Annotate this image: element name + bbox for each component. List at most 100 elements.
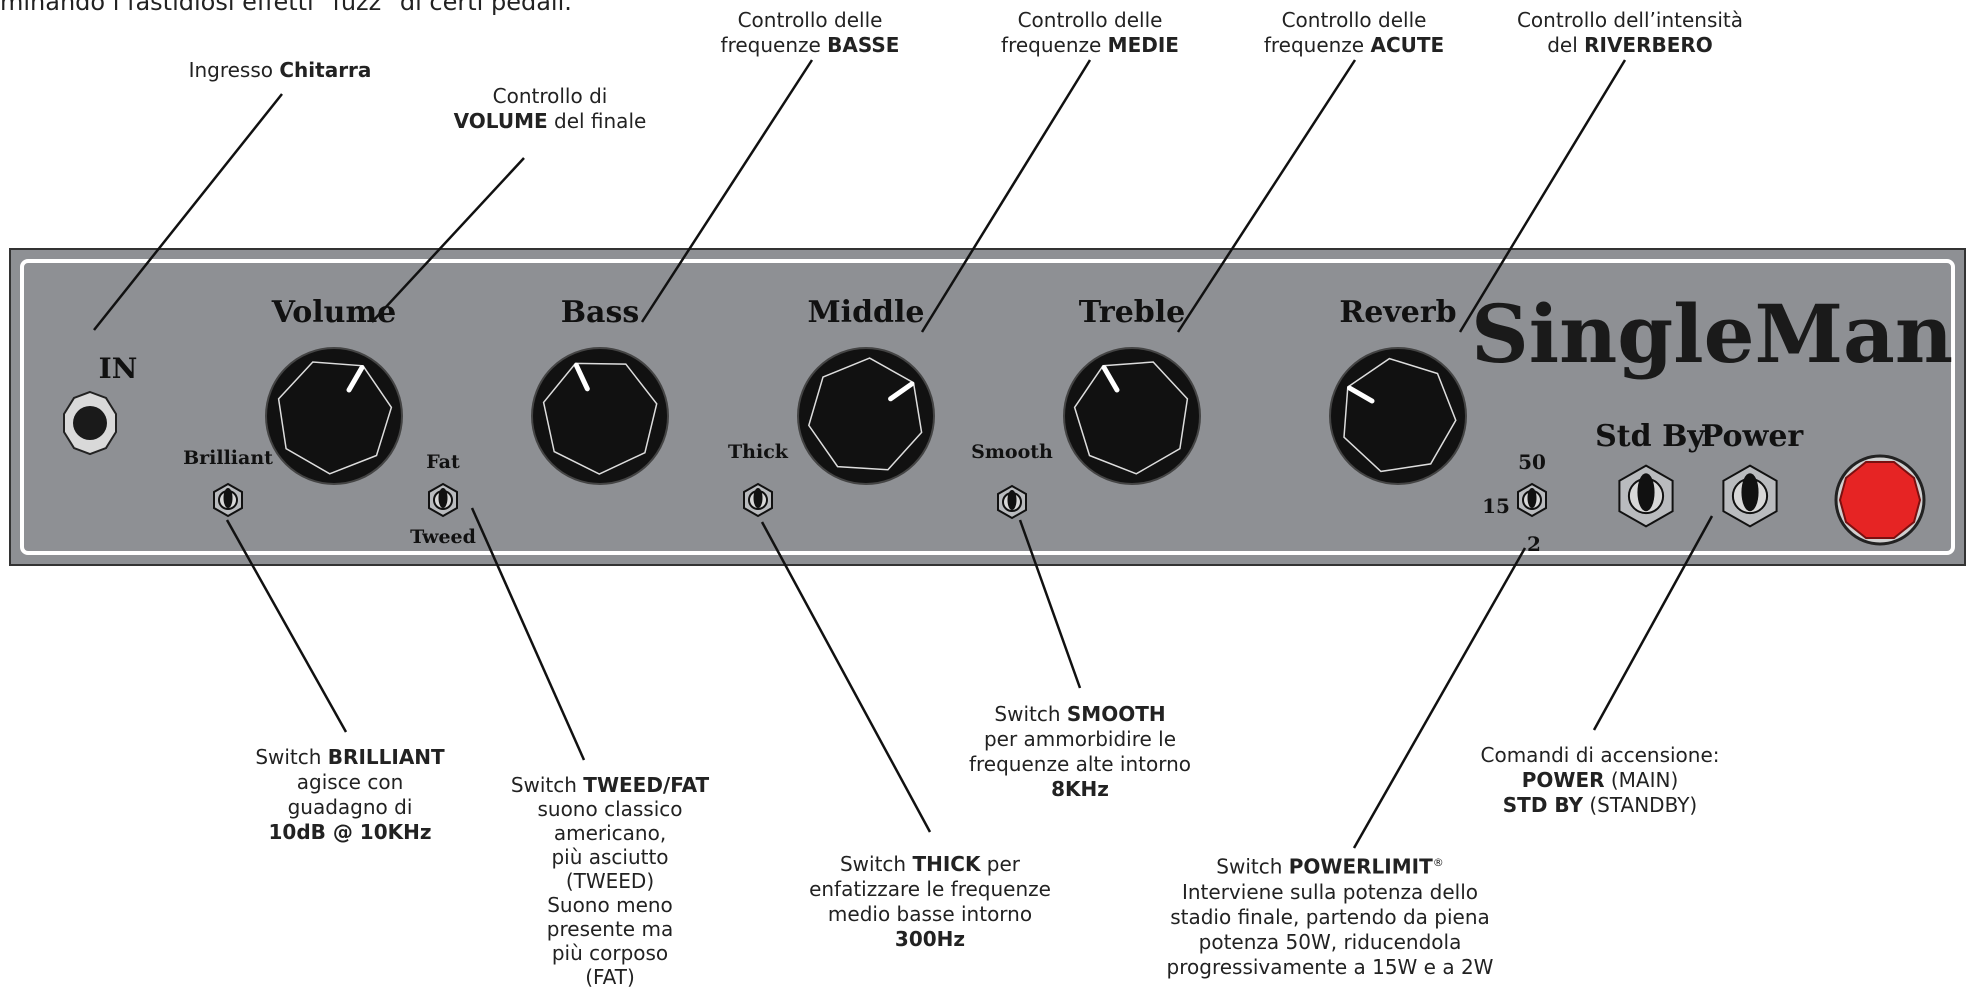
callout-brilliant-pre: Switch — [255, 745, 328, 769]
callout-powerlimit-bold: POWERLIMIT — [1288, 854, 1433, 879]
switch-brilliant-label: Brilliant — [183, 447, 273, 469]
callout-accensione: Comandi di accensione: POWER (MAIN) STD … — [1450, 743, 1750, 818]
callout-riverbero: Controllo dell’intensità del RIVERBERO — [1490, 8, 1770, 58]
knob-treble[interactable] — [1063, 347, 1201, 485]
callout-thick-post: per — [980, 852, 1021, 876]
knob-reverb[interactable] — [1329, 347, 1467, 485]
switch-power-2-label: 2 — [1527, 532, 1541, 556]
callout-powerlimit: Switch POWERLIMIT® Interviene sulla pote… — [1140, 850, 1520, 980]
pilot-light — [1834, 454, 1926, 546]
callout-tweed-l6: Suono meno — [547, 893, 673, 917]
callout-powerlimit-sup: ® — [1432, 856, 1444, 869]
callout-smooth-bold: SMOOTH — [1066, 702, 1166, 726]
callout-tweed-pre: Switch — [510, 773, 584, 797]
intro-text: minando i fastidiosi effetti "fuzz" di c… — [0, 0, 572, 16]
callout-acute-bold: ACUTE — [1370, 33, 1445, 57]
callout-tweed-l8: più corposo — [551, 941, 669, 965]
callout-thick-l4: 300Hz — [894, 927, 966, 951]
callout-tweed-l4: più asciutto — [551, 845, 669, 869]
callout-medie-pre: frequenze — [1001, 33, 1108, 57]
callout-chitarra: Ingresso Chitarra — [150, 58, 410, 83]
callout-brilliant-line4: 10dB @ 10KHz — [268, 820, 432, 844]
callout-thick-l3: medio basse intorno — [827, 902, 1033, 926]
callout-powerlimit-l2: Interviene sulla potenza dello — [1181, 879, 1478, 904]
callout-riverbero-line1: Controllo dell’intensità — [1516, 8, 1744, 32]
std-by-label: Std By — [1595, 419, 1706, 454]
switch-power-15-label: 15 — [1482, 494, 1510, 518]
callout-riverbero-bold: RIVERBERO — [1584, 33, 1713, 57]
knob-volume[interactable] — [265, 347, 403, 485]
callout-accensione-b3: STD BY — [1502, 793, 1584, 817]
callout-tweed-l9: (FAT) — [585, 965, 635, 989]
callout-brilliant: Switch BRILLIANT agisce con guadagno di … — [220, 745, 480, 845]
callout-thick-pre: Switch — [839, 852, 913, 876]
callout-medie: Controllo delle frequenze MEDIE — [960, 8, 1220, 58]
callout-riverbero-pre: del — [1547, 33, 1585, 57]
callout-chitarra-bold: Chitarra — [279, 58, 372, 82]
input-jack[interactable] — [63, 390, 117, 456]
panel-inner-border — [20, 259, 1955, 555]
knob-label-middle: Middle — [807, 295, 924, 330]
toggle-switch-thick[interactable] — [743, 482, 773, 518]
callout-basse-pre: frequenze — [720, 33, 828, 57]
callout-smooth-l4: 8KHz — [1051, 777, 1109, 801]
callout-brilliant-line3: guadagno di — [287, 795, 413, 819]
callout-acute: Controllo delle frequenze ACUTE — [1224, 8, 1484, 58]
knob-label-reverb: Reverb — [1339, 295, 1456, 330]
knob-label-treble: Treble — [1079, 295, 1186, 330]
leader-lines — [93, 59, 1714, 849]
switch-tweed-label: Tweed — [410, 526, 476, 548]
callout-chitarra-pre: Ingresso — [188, 58, 280, 82]
callout-tweed-l3: americano, — [553, 821, 667, 845]
callout-brilliant-line2: agisce con — [296, 770, 404, 794]
callout-basse-bold: BASSE — [827, 33, 900, 57]
toggle-switch-std-by[interactable] — [1618, 464, 1674, 528]
callout-brilliant-bold: BRILLIANT — [327, 745, 445, 769]
callout-tweed: Switch TWEED/FAT suono classico american… — [480, 773, 740, 989]
callout-volume: Controllo di VOLUME del finale — [420, 84, 680, 134]
callout-thick-l2: enfatizzare le frequenze — [809, 877, 1051, 901]
knob-label-bass: Bass — [561, 295, 640, 330]
callout-powerlimit-l4: potenza 50W, riducendola — [1198, 929, 1462, 954]
knob-bass[interactable] — [531, 347, 669, 485]
toggle-switch-power[interactable] — [1722, 464, 1778, 528]
callout-smooth: Switch SMOOTH per ammorbidire le frequen… — [940, 702, 1220, 802]
callout-smooth-l3: frequenze alte intorno — [968, 752, 1192, 776]
callout-tweed-l5: (TWEED) — [565, 869, 655, 893]
callout-powerlimit-l3: stadio finale, partendo da piena — [1170, 904, 1490, 929]
callout-accensione-p3: (STANDBY) — [1583, 793, 1698, 817]
knob-label-volume: Volume — [271, 295, 397, 330]
switch-fat-label: Fat — [426, 451, 460, 473]
brand-logo: SingleMan — [1471, 287, 1953, 381]
callout-acute-line1: Controllo delle — [1281, 8, 1427, 32]
toggle-switch-powerlimit[interactable] — [1517, 482, 1547, 518]
toggle-switch-brilliant[interactable] — [213, 482, 243, 518]
callout-acute-pre: frequenze — [1263, 33, 1371, 57]
input-label: IN — [99, 352, 138, 385]
callout-medie-bold: MEDIE — [1107, 33, 1179, 57]
switch-smooth-label: Smooth — [971, 441, 1053, 463]
callout-powerlimit-pre: Switch — [1216, 854, 1289, 879]
callout-smooth-l2: per ammorbidire le — [983, 727, 1177, 751]
switch-thick-label: Thick — [728, 441, 789, 463]
knob-middle[interactable] — [797, 347, 935, 485]
callout-thick: Switch THICK per enfatizzare le frequenz… — [780, 852, 1080, 952]
callout-tweed-l7: presente ma — [546, 917, 674, 941]
callout-tweed-l2: suono classico — [537, 797, 683, 821]
callout-basse: Controllo delle frequenze BASSE — [680, 8, 940, 58]
callout-smooth-pre: Switch — [994, 702, 1067, 726]
toggle-switch-smooth[interactable] — [997, 484, 1027, 520]
switch-power-50-label: 50 — [1518, 450, 1546, 474]
callout-basse-line1: Controllo delle — [737, 8, 883, 32]
callout-accensione-p2: (MAIN) — [1604, 768, 1679, 792]
toggle-switch-tweed-fat[interactable] — [428, 482, 458, 518]
callout-volume-bold: VOLUME — [453, 109, 548, 133]
callout-thick-bold: THICK — [912, 852, 981, 876]
power-label: Power — [1701, 419, 1805, 454]
callout-accensione-b2: POWER — [1521, 768, 1605, 792]
callout-powerlimit-l5: progressivamente a 15W e a 2W — [1166, 954, 1494, 979]
callout-tweed-bold: TWEED/FAT — [583, 773, 710, 797]
callout-volume-post: del finale — [547, 109, 647, 133]
callout-medie-line1: Controllo delle — [1017, 8, 1163, 32]
